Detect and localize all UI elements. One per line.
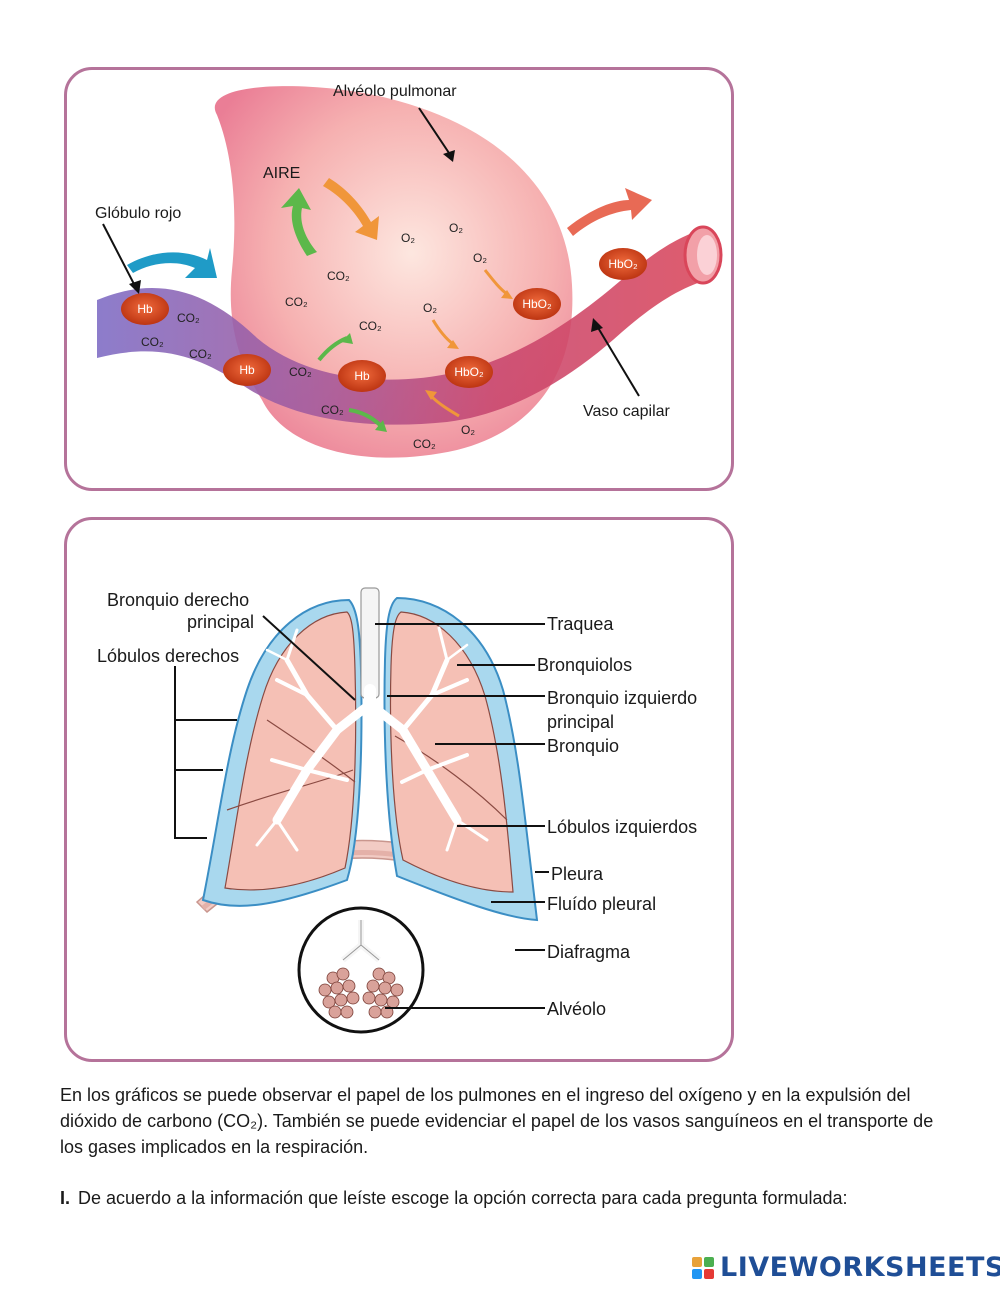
gas-label: O₂: [449, 221, 463, 235]
label-fluido-pleural: Fluído pleural: [547, 894, 656, 914]
alveoli-cluster-right: [362, 967, 404, 1019]
label-pleura: Pleura: [551, 864, 604, 884]
trachea: [360, 587, 380, 699]
cell-label: HbO₂: [608, 257, 638, 271]
label-bronquio: Bronquio: [547, 736, 619, 756]
bronchial-tree: [255, 626, 489, 852]
gas-label: CO₂: [359, 319, 382, 333]
red-cell-hbo2-2: [513, 288, 561, 320]
gas-label: O₂: [473, 251, 487, 265]
gas-label: O₂: [401, 231, 415, 245]
question-instruction: I. De acuerdo a la información que leíste…: [60, 1185, 960, 1211]
red-cell-hb-1: [121, 293, 169, 325]
cell-label: HbO₂: [454, 365, 484, 379]
gas-label: CO₂: [327, 269, 350, 283]
label-globulo-rojo: Glóbulo rojo: [95, 205, 181, 222]
cell-label: Hb: [239, 363, 255, 377]
liveworksheets-logo: LIVEWORKSHEETS: [692, 1252, 1000, 1283]
label-alveolo: Alvéolo: [547, 999, 606, 1019]
alveolus-diagram-panel: Hb Hb Hb HbO₂ HbO₂ HbO₂ CO₂ CO₂ CO₂ CO₂ …: [64, 67, 734, 491]
brand-name: LIVEWORKSHEETS: [720, 1252, 1000, 1283]
small-arrow-orange-2: [431, 319, 454, 346]
red-cell-hb-2: [223, 354, 271, 386]
question-number: I.: [60, 1188, 71, 1208]
label-lobulos-izquierdos: Lóbulos izquierdos: [547, 817, 697, 837]
left-lung: [389, 611, 514, 893]
co2-out-arrow-green: [281, 188, 317, 256]
small-arrow-orange-3: [429, 394, 460, 418]
cell-label: Hb: [354, 369, 370, 383]
label-bronquio-izquierdo-principal: principal: [547, 712, 614, 732]
label-bronquio-izquierdo: Bronquio izquierdo: [547, 688, 697, 708]
question-text: De acuerdo a la información que leíste e…: [78, 1188, 848, 1208]
cell-label: Hb: [137, 302, 153, 316]
gas-label: CO₂: [289, 365, 312, 379]
label-bronquiolos: Bronquiolos: [537, 655, 632, 675]
label-bronquio-derecho-principal: principal: [187, 612, 254, 632]
alveolus-diagram: Hb Hb Hb HbO₂ HbO₂ HbO₂ CO₂ CO₂ CO₂ CO₂ …: [95, 83, 723, 458]
blood-flow-arrow-blue: [127, 248, 217, 278]
red-cell-hb-3: [338, 360, 386, 392]
label-traquea: Traquea: [547, 614, 614, 634]
cell-label: HbO₂: [522, 297, 552, 311]
lungs-diagram-panel: Bronquio derecho principal Lóbulos derec…: [64, 517, 734, 1062]
label-aire: AIRE: [263, 165, 300, 182]
intro-paragraph: En los gráficos se puede observar el pap…: [60, 1085, 934, 1157]
label-bronquio-derecho: Bronquio derecho: [107, 590, 249, 610]
liveworksheets-icon: [692, 1256, 714, 1279]
gas-label: O₂: [461, 423, 475, 437]
gas-label: CO₂: [413, 437, 436, 451]
gas-label: CO₂: [189, 347, 212, 361]
label-diafragma: Diafragma: [547, 942, 631, 962]
label-vaso-capilar: Vaso capilar: [583, 403, 671, 420]
lungs-diagram: Bronquio derecho principal Lóbulos derec…: [97, 587, 697, 1034]
blood-flow-arrow-red: [567, 188, 652, 236]
alveoli-cluster-left: [318, 967, 360, 1019]
gas-label: CO₂: [177, 311, 200, 325]
o2-in-arrow-orange: [323, 178, 379, 240]
label-lobulos-derechos: Lóbulos derechos: [97, 646, 239, 666]
small-arrow-green-2: [348, 408, 383, 428]
red-cell-hbo2-3: [599, 248, 647, 280]
gas-label: O₂: [423, 301, 437, 315]
gas-label: CO₂: [285, 295, 308, 309]
gas-label: CO₂: [321, 403, 344, 417]
label-alveolo-pulmonar: Alvéolo pulmonar: [333, 83, 457, 100]
small-arrow-orange-1: [483, 269, 508, 296]
gas-label: CO₂: [141, 335, 164, 349]
right-lung: [224, 611, 357, 891]
red-cell-hbo2-1: [445, 356, 493, 388]
